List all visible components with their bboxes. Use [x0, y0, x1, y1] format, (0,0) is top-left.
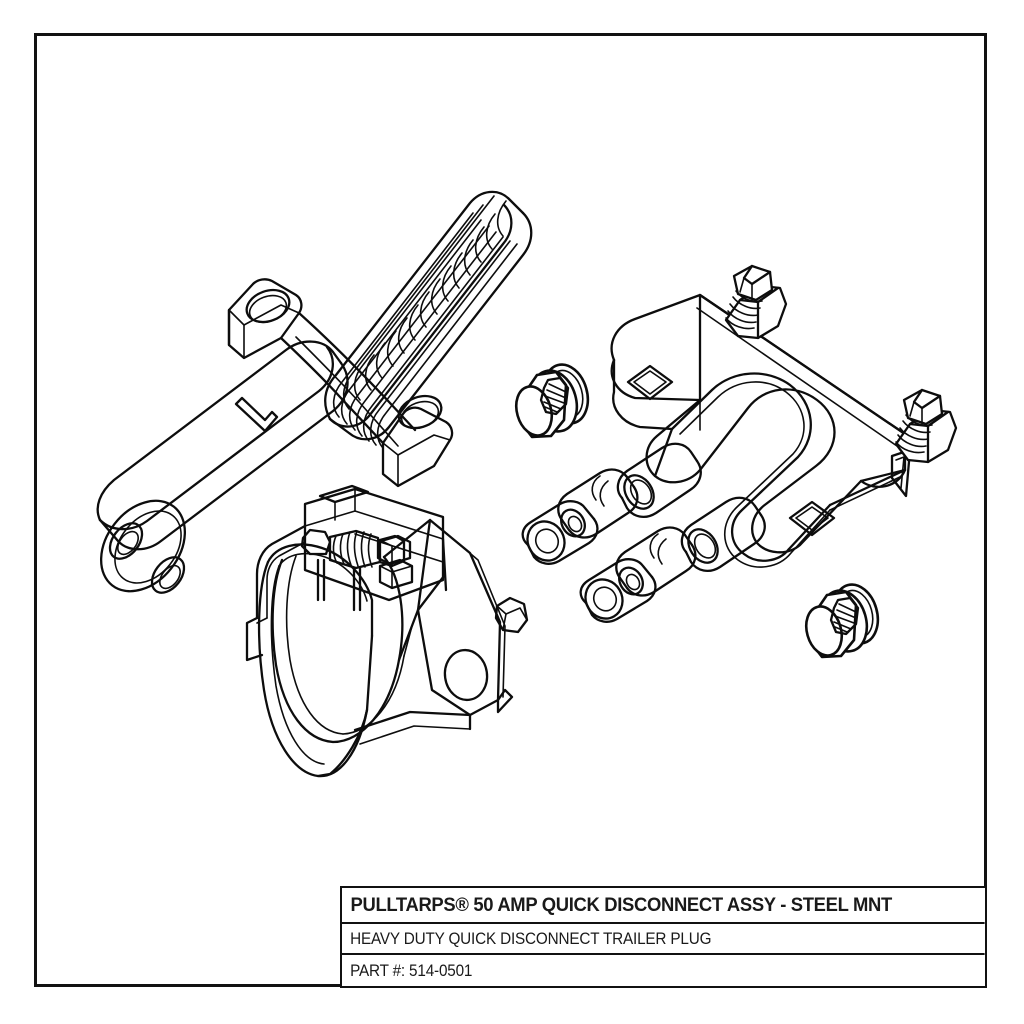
title-block: PULLTARPS® 50 AMP QUICK DISCONNECT ASSY …	[340, 886, 987, 988]
title-block-title: PULLTARPS® 50 AMP QUICK DISCONNECT ASSY …	[342, 888, 985, 924]
title-block-part-number: PART #: 514-0501	[350, 960, 473, 980]
drawing-border	[34, 33, 987, 987]
title-block-subtitle: HEAVY DUTY QUICK DISCONNECT TRAILER PLUG	[342, 924, 985, 955]
